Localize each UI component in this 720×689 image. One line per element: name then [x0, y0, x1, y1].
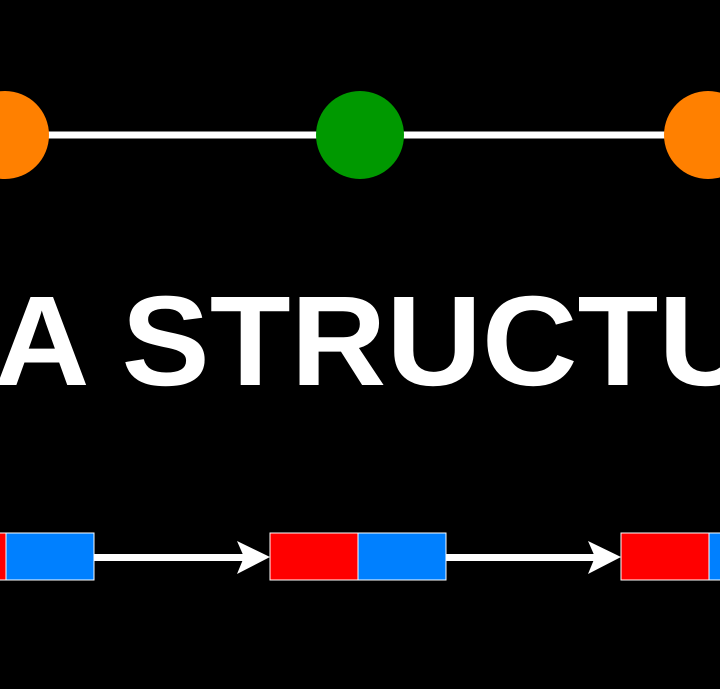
- linked-list-node-3: [620, 532, 720, 581]
- title-text: A STRUCTU: [0, 270, 720, 413]
- list-data-cell: [269, 532, 359, 581]
- linked-list-node-2: [269, 532, 447, 581]
- list-pointer-cell: [5, 532, 95, 581]
- list-pointer-cell: [708, 532, 720, 581]
- graph-node-left: [0, 91, 49, 179]
- arrow-1: [94, 541, 270, 574]
- list-data-cell: [0, 532, 7, 581]
- list-data-cell: [620, 532, 710, 581]
- list-pointer-cell: [357, 532, 447, 581]
- arrow-2: [446, 541, 621, 574]
- linked-list-node-1: [0, 532, 95, 581]
- graph-node-right: [664, 91, 720, 179]
- graph-node-center: [316, 91, 404, 179]
